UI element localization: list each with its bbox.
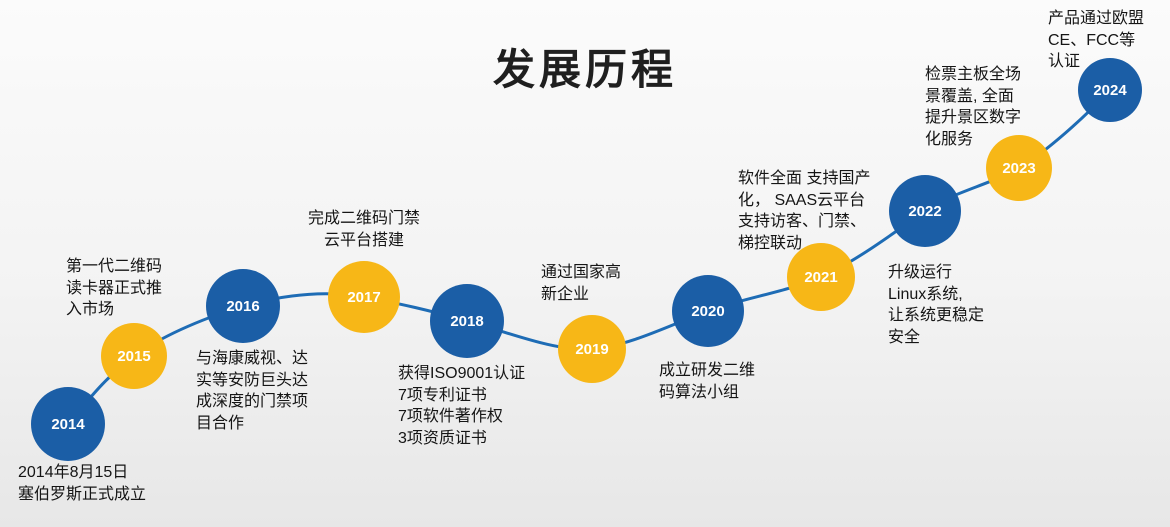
milestone-year: 2017 (347, 288, 381, 306)
milestone-year: 2019 (575, 340, 609, 358)
milestone-node-2017: 2017 (328, 261, 400, 333)
milestone-label-2014: 2014年8月15日 塞伯罗斯正式成立 (18, 464, 147, 503)
milestone-label-2018: 获得ISO9001认证 7项专利证书 7项软件著作权 3项资质证书 (398, 365, 526, 447)
milestone-year: 2018 (450, 312, 484, 330)
milestone-year: 2015 (117, 347, 151, 365)
milestone-node-2023: 2023 (986, 135, 1052, 201)
milestone-year: 2020 (691, 302, 725, 320)
milestone-label-2015: 第一代二维码 读卡器正式推 入市场 (66, 258, 163, 319)
milestone-node-2024: 2024 (1078, 58, 1142, 122)
milestone-label-2020: 成立研发二维 码算法小组 (659, 362, 756, 401)
milestone-year: 2024 (1093, 81, 1127, 99)
milestone-label-2017: 完成二维码门禁 云平台搭建 (307, 210, 420, 249)
milestone-node-2016: 2016 (206, 269, 280, 343)
milestone-label-2022: 升级运行 Linux系统, 让系统更稳定 安全 (888, 264, 985, 346)
page-title: 发展历程 (492, 46, 677, 93)
milestone-node-2014: 2014 (31, 387, 105, 461)
milestone-year: 2023 (1002, 159, 1036, 177)
milestone-node-2015: 2015 (101, 323, 167, 389)
milestone-year: 2021 (804, 268, 838, 286)
milestone-year: 2022 (908, 202, 942, 220)
milestone-node-2020: 2020 (672, 275, 744, 347)
milestone-label-2021: 软件全面 支持国产 化， SAAS云平台 支持访客、门禁、 梯控联动 (738, 170, 871, 252)
milestone-node-2019: 2019 (558, 315, 626, 383)
milestone-node-2021: 2021 (787, 243, 855, 311)
milestone-year: 2014 (51, 415, 85, 433)
milestone-label-2016: 与海康威视、达 实等安防巨头达 成深度的门禁项 目合作 (196, 350, 309, 432)
milestone-year: 2016 (226, 297, 260, 315)
milestone-label-2023: 检票主板全场 景覆盖, 全面 提升景区数字 化服务 (925, 66, 1022, 148)
milestone-label-2019: 通过国家高 新企业 (541, 264, 622, 303)
milestone-node-2018: 2018 (430, 284, 504, 358)
milestone-node-2022: 2022 (889, 175, 961, 247)
milestone-label-2024: 产品通过欧盟 CE、FCC等 认证 (1048, 10, 1145, 71)
